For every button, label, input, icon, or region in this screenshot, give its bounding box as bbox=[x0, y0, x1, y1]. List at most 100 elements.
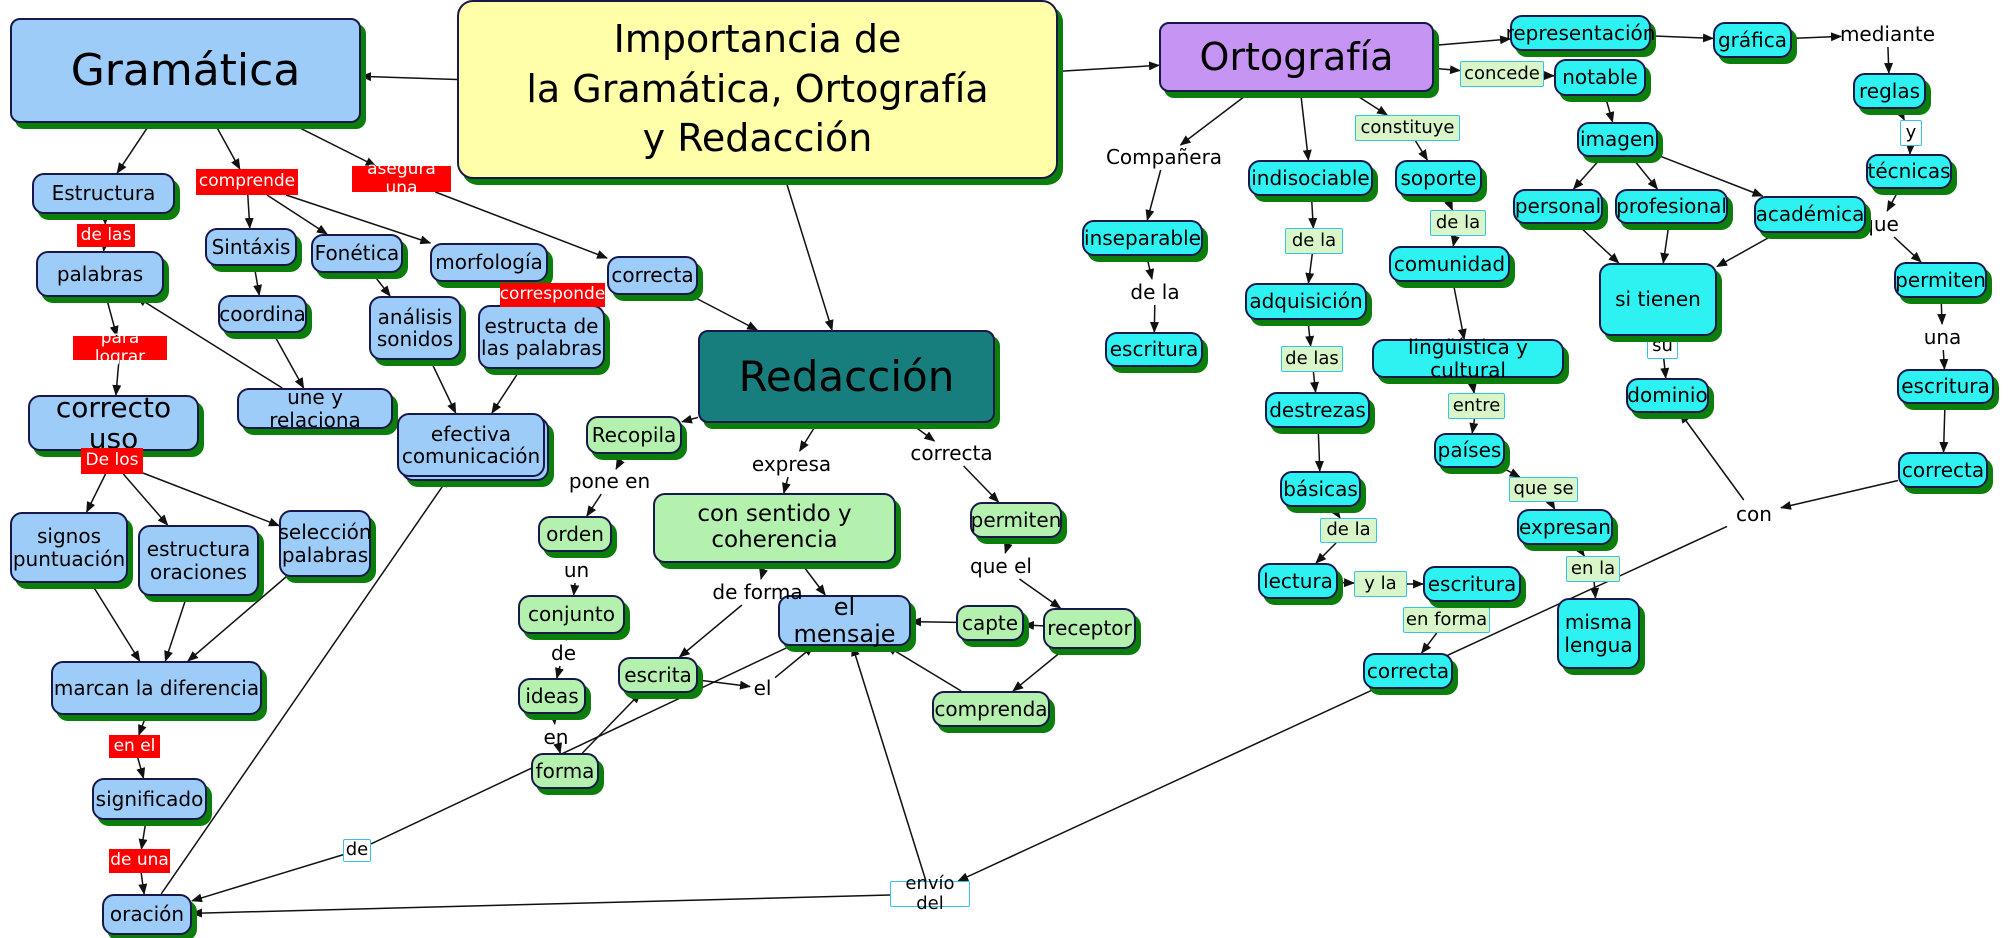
concept-redaccion[interactable]: Redacción bbox=[698, 330, 995, 423]
concept-morfologia[interactable]: morfología bbox=[430, 243, 548, 282]
concept-inseparable[interactable]: inseparable bbox=[1082, 220, 1203, 256]
link-text-txt-una[interactable]: una bbox=[1923, 324, 1962, 349]
link-label-lbl-comprende[interactable]: comprende bbox=[196, 169, 298, 195]
concept-correcta-mid[interactable]: correcta bbox=[1363, 653, 1453, 689]
concept-adquisicion[interactable]: adquisición bbox=[1245, 283, 1367, 320]
link-label-lbl-enel[interactable]: en el bbox=[109, 735, 160, 758]
concept-orden[interactable]: orden bbox=[538, 516, 612, 552]
concept-representacion[interactable]: representación bbox=[1506, 15, 1655, 51]
link-label-lbl-delos[interactable]: De los bbox=[81, 448, 143, 474]
concept-gramatica[interactable]: Gramática bbox=[10, 18, 361, 123]
concept-seleccion[interactable]: selección palabras bbox=[278, 510, 372, 577]
concept-con-sentido[interactable]: con sentido y coherencia bbox=[653, 493, 896, 563]
concept-paises[interactable]: países bbox=[1434, 433, 1505, 468]
concept-title[interactable]: Importancia de la Gramática, Ortografía … bbox=[457, 0, 1058, 179]
link-label-lbl-asegura[interactable]: asegura una bbox=[352, 159, 451, 198]
concept-correcto-uso[interactable]: correcto uso bbox=[28, 391, 199, 454]
concept-conjunto[interactable]: conjunto bbox=[518, 595, 625, 634]
concept-escritura-a[interactable]: escritura bbox=[1105, 332, 1203, 367]
link-label-lbl-quese[interactable]: que se bbox=[1509, 477, 1578, 502]
link-text-txt-poneen[interactable]: pone en bbox=[568, 469, 651, 494]
link-label-lbl-entre[interactable]: entre bbox=[1448, 393, 1505, 419]
link-label-lbl-corresponde[interactable]: corresponde bbox=[500, 283, 605, 307]
link-label-lbl-concede[interactable]: concede bbox=[1460, 61, 1544, 87]
concept-comunidad[interactable]: comunidad bbox=[1389, 246, 1510, 282]
concept-analisis[interactable]: análisis sonidos bbox=[369, 296, 461, 360]
concept-si-tienen[interactable]: si tienen bbox=[1599, 263, 1717, 336]
link-text-txt-de[interactable]: de bbox=[551, 640, 576, 665]
link-text-txt-un[interactable]: un bbox=[563, 557, 590, 582]
concept-escritura-right[interactable]: escritura bbox=[1897, 369, 1994, 404]
concept-permiten-green[interactable]: permiten bbox=[970, 502, 1062, 538]
link-text-txt-en[interactable]: en bbox=[543, 724, 569, 749]
concept-notable[interactable]: notable bbox=[1554, 59, 1646, 96]
concept-escrita[interactable]: escrita bbox=[618, 657, 698, 693]
concept-palabras[interactable]: palabras bbox=[36, 251, 164, 297]
link-label-lbl-dela3[interactable]: de la bbox=[1320, 518, 1377, 543]
concept-dominio[interactable]: dominio bbox=[1626, 378, 1709, 413]
concept-permiten-right[interactable]: permiten bbox=[1894, 262, 1987, 298]
concept-marcan[interactable]: marcan la diferencia bbox=[51, 661, 262, 715]
link-text-txt-que[interactable]: que bbox=[1861, 211, 1899, 236]
concept-tecnicas[interactable]: técnicas bbox=[1866, 154, 1952, 189]
link-label-lbl-paralograr[interactable]: para lograr bbox=[73, 328, 167, 367]
concept-profesional[interactable]: profesional bbox=[1615, 189, 1728, 224]
concept-correcta-blue[interactable]: correcta bbox=[607, 256, 698, 295]
link-label-lbl-de2[interactable]: de bbox=[343, 839, 371, 862]
link-text-txt-dela0[interactable]: de la bbox=[1130, 279, 1180, 304]
link-text-txt-queel[interactable]: que el bbox=[970, 553, 1032, 578]
concept-estructura-orac[interactable]: estructura oraciones bbox=[138, 525, 259, 596]
link-label-lbl-delas2[interactable]: de las bbox=[1281, 346, 1343, 372]
concept-estructura[interactable]: Estructura bbox=[32, 173, 175, 214]
link-label-lbl-enla[interactable]: en la bbox=[1566, 556, 1620, 582]
concept-ideas[interactable]: ideas bbox=[518, 678, 586, 714]
link-label-lbl-dela2[interactable]: de la bbox=[1430, 210, 1486, 236]
link-text-txt-mediante[interactable]: mediante bbox=[1839, 22, 1936, 47]
concept-grafica[interactable]: gráfica bbox=[1713, 22, 1792, 58]
concept-reglas[interactable]: reglas bbox=[1853, 73, 1926, 109]
link-label-lbl-constituye[interactable]: constituye bbox=[1355, 115, 1460, 141]
concept-comprenda[interactable]: comprenda bbox=[932, 691, 1050, 727]
concept-correcta-right[interactable]: correcta bbox=[1898, 452, 1988, 488]
concept-oracion[interactable]: oración bbox=[102, 894, 192, 935]
link-label-lbl-deuna[interactable]: de una bbox=[109, 849, 170, 873]
concept-misma-lengua[interactable]: misma lengua bbox=[1557, 598, 1640, 669]
concept-coordina[interactable]: coordina bbox=[218, 295, 307, 333]
concept-personal[interactable]: personal bbox=[1513, 189, 1603, 224]
concept-une-relaciona[interactable]: une y relaciona bbox=[237, 386, 393, 431]
link-label-lbl-yla[interactable]: y la bbox=[1354, 571, 1407, 597]
concept-imagen[interactable]: imagen bbox=[1577, 122, 1658, 157]
concept-capte[interactable]: capte bbox=[956, 605, 1024, 641]
concept-indisociable[interactable]: indisociable bbox=[1248, 160, 1373, 196]
link-label-lbl-envio[interactable]: envío del bbox=[890, 873, 970, 914]
concept-efectiva[interactable]: efectiva comunicación bbox=[397, 413, 545, 477]
concept-fonetica[interactable]: Fonética bbox=[311, 234, 403, 273]
concept-el-mensaje[interactable]: el mensaje bbox=[778, 593, 911, 647]
concept-estructa[interactable]: estructa de las palabras bbox=[478, 305, 605, 369]
link-text-txt-companera[interactable]: Compañera bbox=[1105, 145, 1223, 170]
concept-ortografia[interactable]: Ortografía bbox=[1159, 22, 1434, 92]
link-text-txt-el[interactable]: el bbox=[753, 675, 772, 700]
concept-basicas[interactable]: básicas bbox=[1280, 471, 1361, 507]
link-label-lbl-dela1[interactable]: de la bbox=[1285, 228, 1343, 254]
concept-signos[interactable]: signos puntuación bbox=[10, 512, 128, 583]
link-label-lbl-y[interactable]: y bbox=[1900, 120, 1922, 146]
concept-soporte[interactable]: soporte bbox=[1395, 160, 1482, 196]
link-text-txt-expresa[interactable]: expresa bbox=[751, 451, 832, 476]
link-label-lbl-delas1[interactable]: de las bbox=[77, 224, 135, 247]
concept-escritura-b[interactable]: escritura bbox=[1423, 566, 1521, 602]
concept-lectura[interactable]: lectura bbox=[1258, 563, 1338, 599]
link-label-lbl-enforma[interactable]: en forma bbox=[1403, 607, 1490, 633]
concept-sintaxis[interactable]: Sintáxis bbox=[205, 228, 297, 266]
link-text-txt-deforma[interactable]: de forma bbox=[712, 579, 803, 604]
concept-receptor[interactable]: receptor bbox=[1043, 608, 1136, 649]
concept-significado[interactable]: significado bbox=[92, 778, 207, 820]
concept-destrezas[interactable]: destrezas bbox=[1265, 392, 1370, 428]
link-label-lbl-su[interactable]: su bbox=[1647, 333, 1678, 359]
concept-expresan[interactable]: expresan bbox=[1517, 509, 1613, 545]
concept-linguistica[interactable]: lingüística y cultural bbox=[1372, 336, 1564, 381]
concept-academica[interactable]: académica bbox=[1754, 196, 1866, 233]
concept-recopila[interactable]: Recopila bbox=[586, 416, 682, 454]
link-text-txt-correcta[interactable]: correcta bbox=[910, 441, 993, 466]
concept-forma[interactable]: forma bbox=[531, 753, 599, 789]
